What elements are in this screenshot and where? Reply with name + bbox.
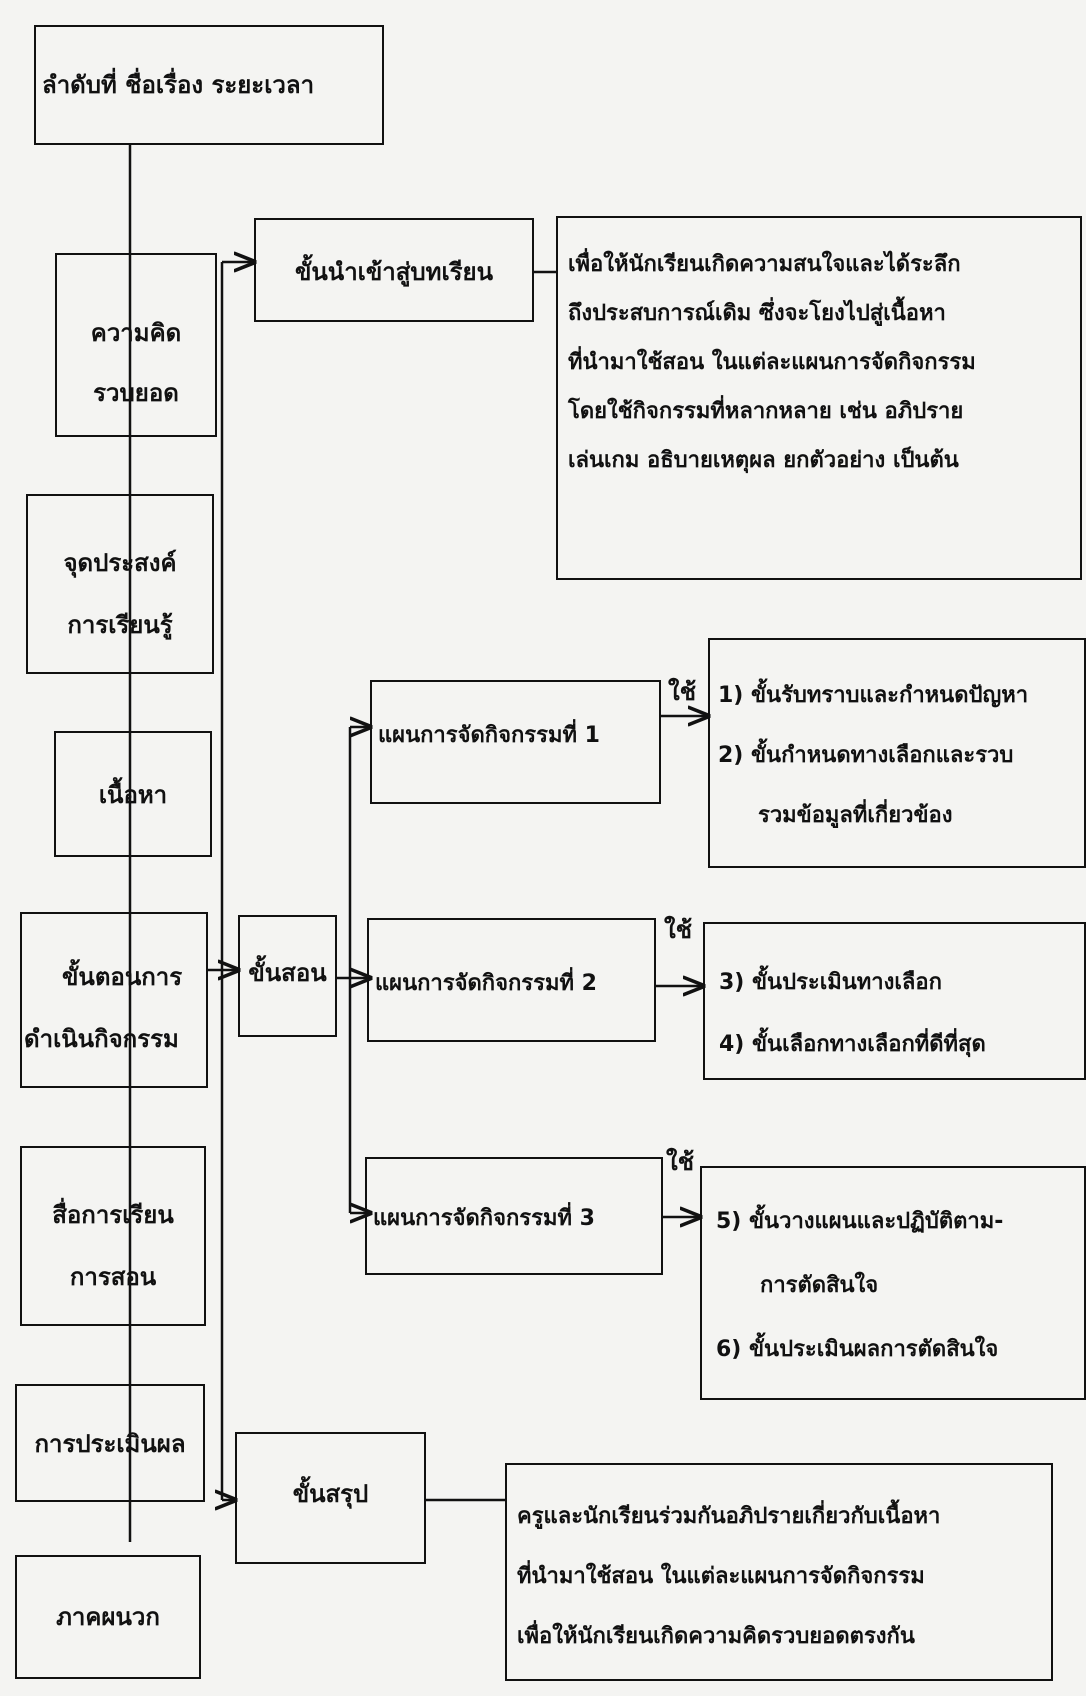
evaluation-label: การประเมินผล [34,1430,186,1458]
plan-2-step-2: 4) ขั้นเลือกทางเลือกที่ดีที่สุด [719,1032,986,1057]
intro-note-line-4: โดยใช้กิจกรรมที่หลากหลาย เช่น อภิปราย [568,399,964,424]
plan-2-steps-box: 3) ขั้นประเมินทางเลือก 4) ขั้นเลือกทางเล… [703,922,1086,1080]
plan-1-step-2: 2) ขั้นกำหนดทางเลือกและรวบ [718,743,1014,768]
content-box: เนื้อหา [54,731,212,857]
plan-3-box: แผนการจัดกิจกรรมที่ 3 [365,1157,663,1275]
procedure-line-1: ขั้นตอนการ [62,963,183,991]
procedure-box: ขั้นตอนการ ดำเนินกิจกรรม [20,912,208,1088]
intro-note-box: เพื่อให้นักเรียนเกิดความสนใจและได้ระลึก … [556,216,1082,580]
summary-note-line-1: ครูและนักเรียนร่วมกันอภิปรายเกี่ยวกับเนื… [517,1504,941,1529]
intro-stage-label: ขั้นนำเข้าสู่บทเรียน [294,258,494,286]
summary-note-line-3: เพื่อให้นักเรียนเกิดความคิดรวบยอดตรงกัน [517,1624,915,1649]
plan-1-box: แผนการจัดกิจกรรมที่ 1 [370,680,661,804]
concept-line-2: รวบยอด [93,379,179,407]
intro-note-line-2: ถึงประสบการณ์เดิม ซึ่งจะโยงไปสู่เนื้อหา [568,301,946,326]
objective-line-2: การเรียนรู้ [67,611,173,639]
header-box: ลำดับที่ ชื่อเรื่อง ระยะเวลา [34,25,384,145]
plan-1-label: แผนการจัดกิจกรรมที่ 1 [378,723,600,748]
plan-1-use-label: ใช้ [668,678,697,706]
procedure-line-2: ดำเนินกิจกรรม [24,1025,179,1053]
appendix-box: ภาคผนวก [15,1555,201,1679]
plan-1-step-3: รวมข้อมูลที่เกี่ยวข้อง [758,803,953,828]
intro-stage-box: ขั้นนำเข้าสู่บทเรียน [254,218,534,322]
plan-3-label: แผนการจัดกิจกรรมที่ 3 [373,1206,595,1231]
media-box: สื่อการเรียน การสอน [20,1146,206,1326]
evaluation-box: การประเมินผล [15,1384,205,1502]
objective-line-1: จุดประสงค์ [63,549,177,577]
plan-3-step-2: การตัดสินใจ [760,1273,879,1298]
plan-2-step-1: 3) ขั้นประเมินทางเลือก [719,970,942,995]
intro-note-line-1: เพื่อให้นักเรียนเกิดความสนใจและได้ระลึก [568,252,961,277]
plan-3-step-3: 6) ขั้นประเมินผลการตัดสินใจ [716,1337,999,1362]
plan-2-box: แผนการจัดกิจกรรมที่ 2 [367,918,656,1042]
media-line-1: สื่อการเรียน [52,1201,174,1229]
teach-stage-box: ขั้นสอน [238,915,337,1037]
objective-box: จุดประสงค์ การเรียนรู้ [26,494,214,674]
concept-box: ความคิด รวบยอด [55,253,217,437]
teach-stage-label: ขั้นสอน [248,959,327,987]
plan-1-step-1: 1) ขั้นรับทราบและกำหนดปัญหา [718,683,1029,708]
plan-3-steps-box: 5) ขั้นวางแผนและปฏิบัติตาม- การตัดสินใจ … [700,1166,1086,1400]
summary-stage-box: ขั้นสรุป [235,1432,426,1564]
appendix-label: ภาคผนวก [56,1603,160,1631]
plan-3-step-1: 5) ขั้นวางแผนและปฏิบัติตาม- [716,1209,1004,1234]
header-label: ลำดับที่ ชื่อเรื่อง ระยะเวลา [42,71,315,99]
plan-2-use-label: ใช้ [664,916,693,944]
intro-note-line-3: ที่นำมาใช้สอน ในแต่ละแผนการจัดกิจกรรม [568,350,976,375]
summary-stage-label: ขั้นสรุป [292,1480,369,1508]
intro-note-line-5: เล่นเกม อธิบายเหตุผล ยกตัวอย่าง เป็นต้น [568,448,959,473]
media-line-2: การสอน [69,1263,157,1291]
summary-note-line-2: ที่นำมาใช้สอน ในแต่ละแผนการจัดกิจกรรม [517,1564,925,1589]
plan-1-steps-box: 1) ขั้นรับทราบและกำหนดปัญหา 2) ขั้นกำหนด… [708,638,1086,868]
content-label: เนื้อหา [98,781,168,809]
plan-2-label: แผนการจัดกิจกรรมที่ 2 [375,971,597,996]
concept-line-1: ความคิด [90,319,182,347]
plan-3-use-label: ใช้ [666,1148,695,1176]
summary-note-box: ครูและนักเรียนร่วมกันอภิปรายเกี่ยวกับเนื… [505,1463,1053,1681]
